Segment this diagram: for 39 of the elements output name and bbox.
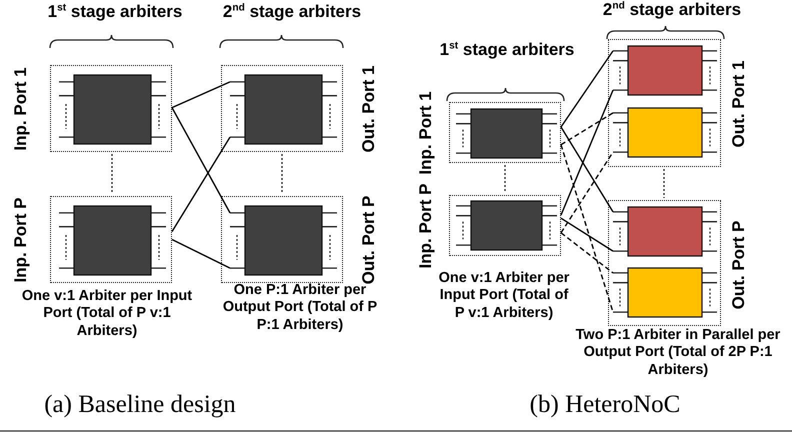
port-label: Out. Port 1 bbox=[729, 60, 749, 148]
arbiter-chip bbox=[230, 75, 337, 144]
port-label: Inp. Port P bbox=[416, 184, 436, 268]
port-label: Out. Port 1 bbox=[359, 66, 379, 152]
dashed-connector bbox=[560, 152, 614, 234]
panel-caption: (a) Baseline design bbox=[44, 390, 236, 420]
dashed-connector bbox=[560, 144, 614, 312]
panel-caption: (b) HeteroNoC bbox=[530, 390, 680, 420]
port-label: Out. Port P bbox=[729, 220, 749, 310]
connector bbox=[560, 90, 614, 216]
arbiter-chip bbox=[456, 109, 557, 158]
connector bbox=[171, 107, 231, 214]
connector bbox=[560, 50, 614, 128]
port-label: Inp. Port 1 bbox=[11, 67, 31, 151]
connector bbox=[172, 238, 230, 269]
arbiter-chip bbox=[613, 268, 717, 317]
connector bbox=[172, 81, 230, 108]
port-label: Inp. Port P bbox=[11, 198, 31, 282]
arbiter-chip bbox=[613, 46, 717, 95]
stage-heading: 1$^{st}$ stage arbiters bbox=[440, 40, 574, 60]
arbiter-chip bbox=[613, 108, 717, 157]
caption: Two P:1 Arbiter in Parallel per Output Port (Total of 2P P:1 Arbiters) bbox=[574, 327, 782, 380]
arbiter-chip bbox=[59, 206, 166, 275]
stage-heading: 2$^{nd}$ stage arbiters bbox=[602, 0, 742, 20]
caption: One v:1 Arbiter per Input Port (Total of P v:1 Arbiters) bbox=[20, 288, 194, 340]
port-label: Out. Port P bbox=[359, 196, 379, 284]
dashed-connector bbox=[560, 112, 614, 146]
arbiter-chip bbox=[613, 207, 717, 256]
stage-heading: 1$^{st}$ stage arbiters bbox=[48, 2, 182, 22]
arbiter-chip bbox=[59, 75, 166, 144]
port-label: Inp. Port 1 bbox=[416, 91, 436, 175]
connector bbox=[560, 218, 614, 252]
arbiter-chip bbox=[456, 201, 557, 250]
connector bbox=[560, 126, 614, 212]
connector bbox=[171, 136, 231, 232]
caption: One v:1 Arbiter per Input Port (Total of P v:1 Arbiters) bbox=[438, 270, 570, 322]
stage-heading: 2$^{nd}$ stage arbiters bbox=[222, 2, 362, 22]
arbiter-chip bbox=[230, 206, 337, 275]
dashed-connector bbox=[560, 232, 614, 274]
